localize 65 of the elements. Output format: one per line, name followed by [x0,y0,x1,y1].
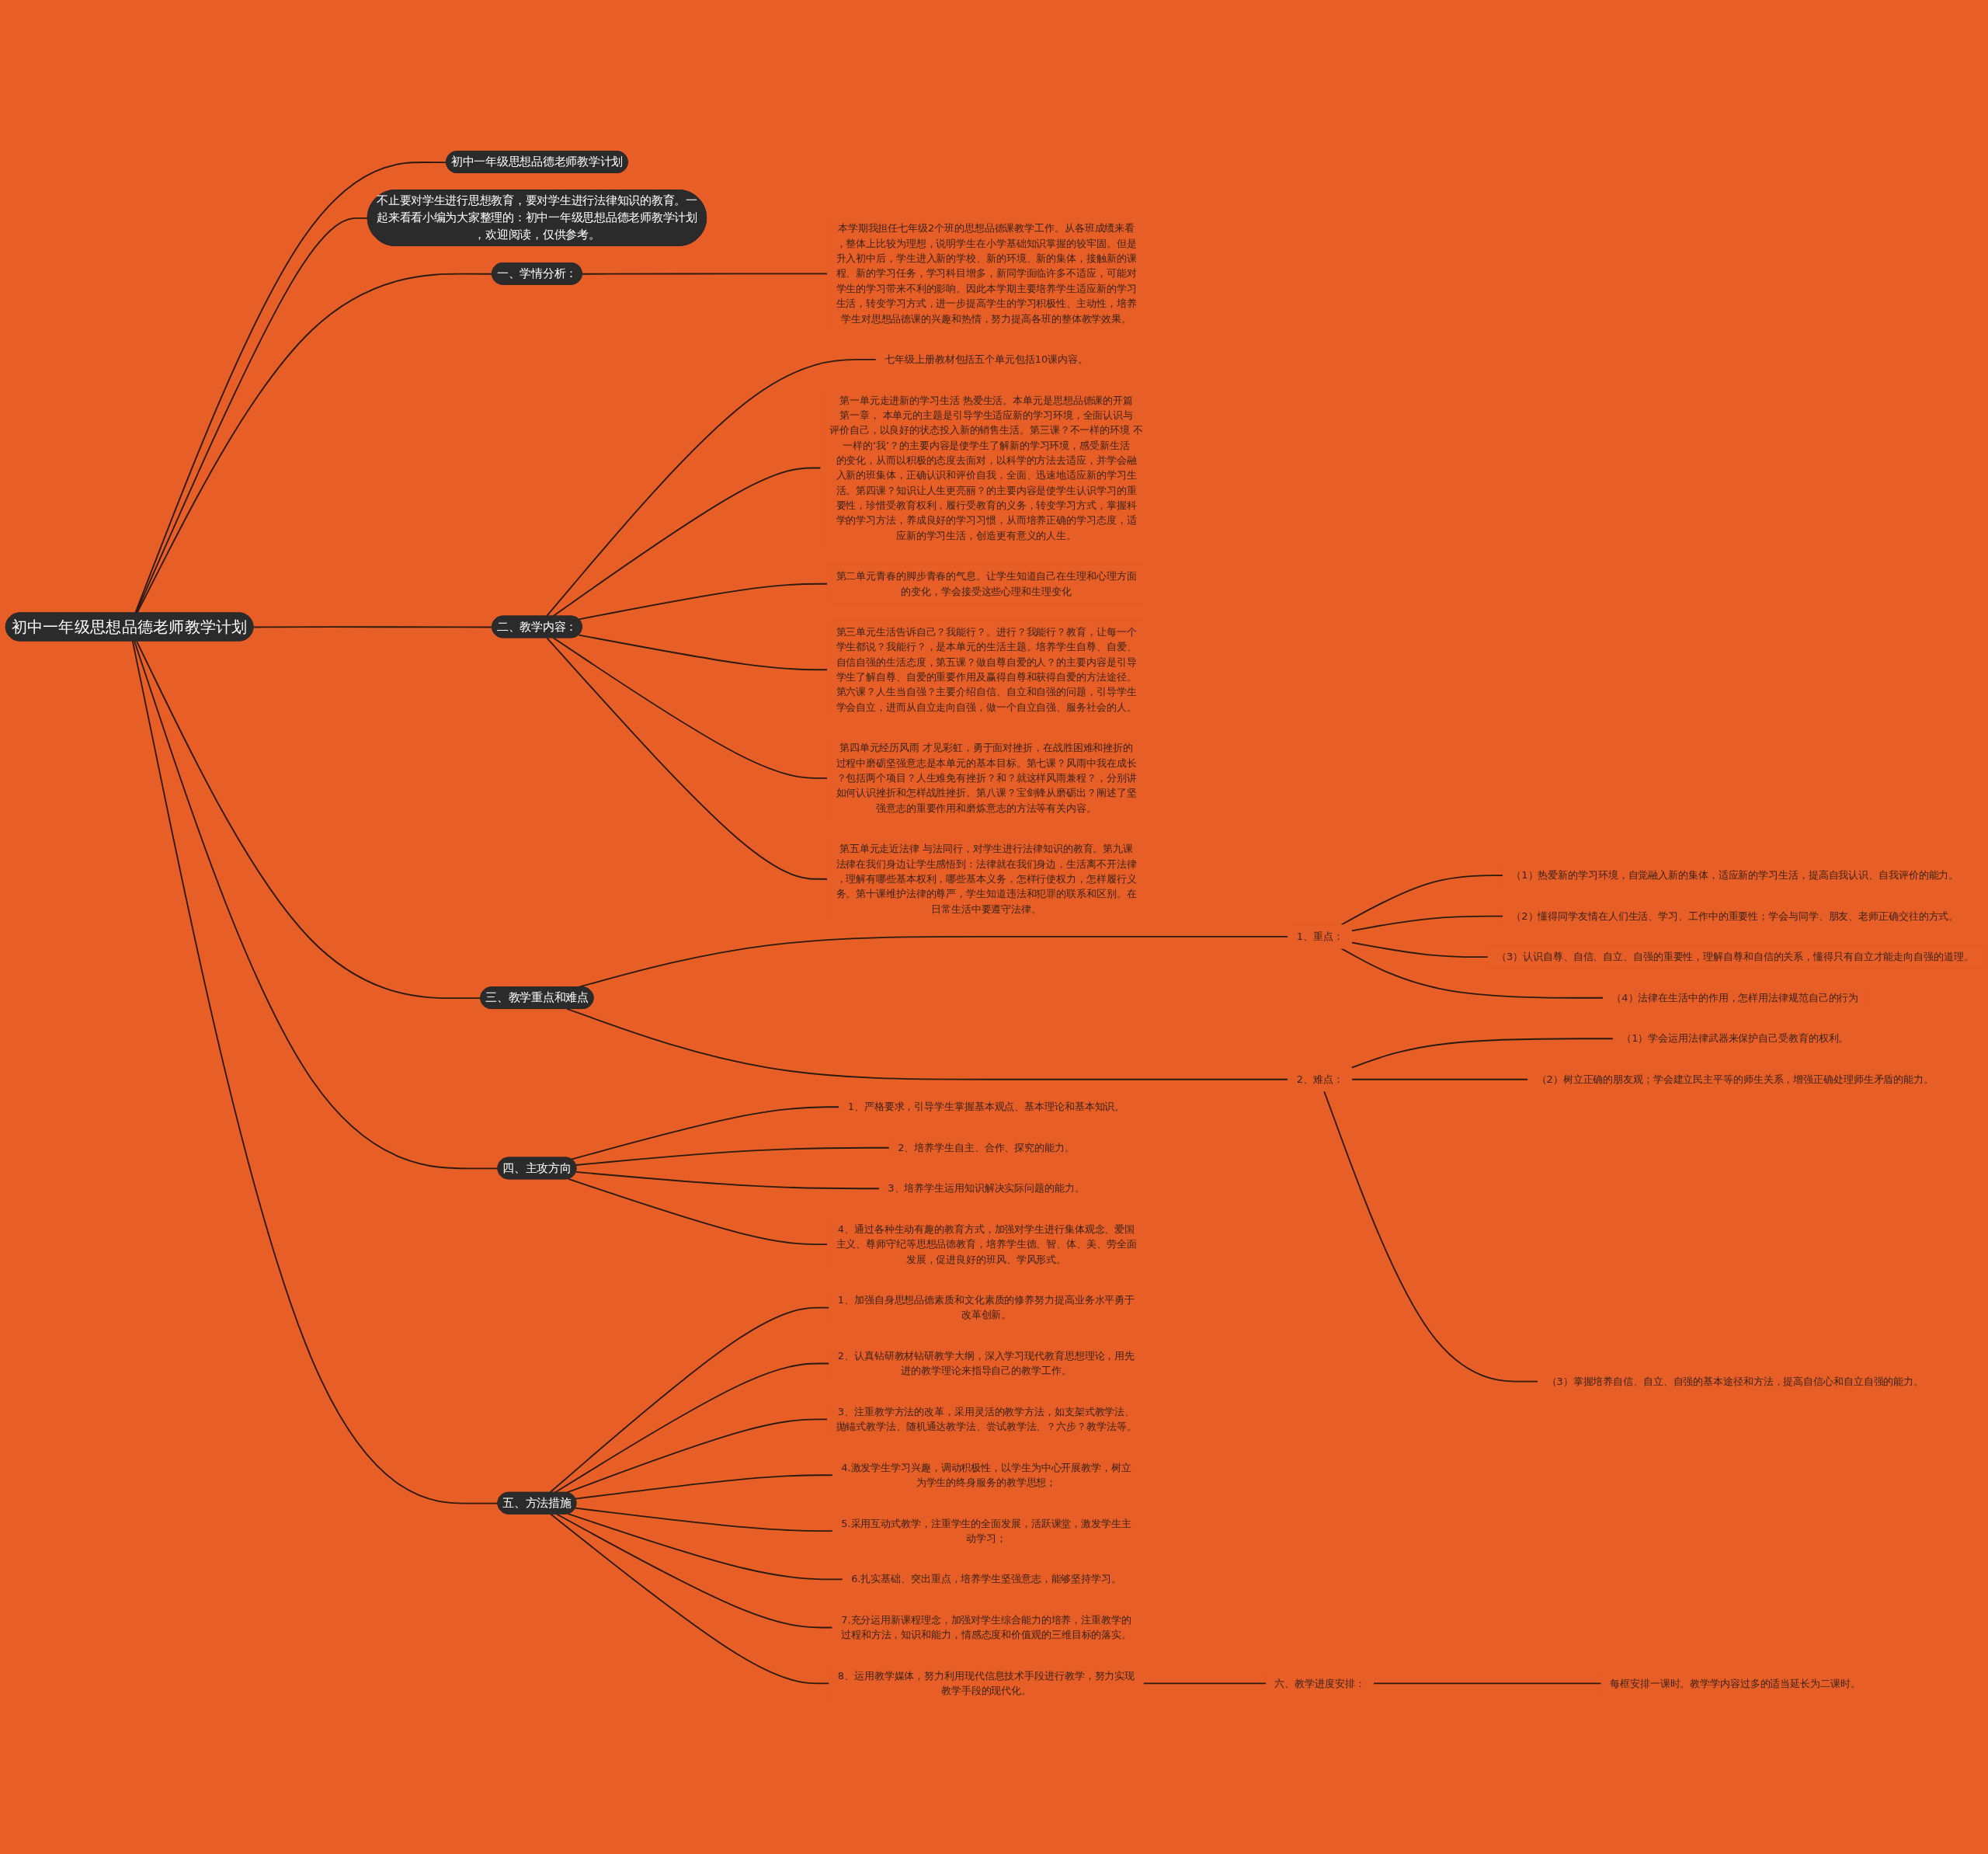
node-text: （2）树立正确的朋友观；学会建立民主平等的师生关系，增强正确处理师生矛盾的能力。 [1536,1073,1934,1085]
connector [566,1008,1289,1080]
connector [1340,948,1604,999]
connector [1142,1682,1267,1685]
connector [549,1306,830,1494]
node-text: 1、加强自身思想品德素质和文化素质的修养努力提高业务水平勇于改革创新。 [837,1294,1135,1321]
node-text: 第二单元青春的脚步青春的气息。让学生知道自己在生理和心理方面的变化，学会接受这些心理和生理变化 [836,570,1137,597]
node-text: 六、教学进度安排： [1274,1677,1365,1689]
connector [578,634,829,671]
node-text: 7.充分运用新课程理念，加强对学生综合能力的培养，注重教学的过程和方法，知识和能力，情感态度和价值观的三维目标的落实。 [840,1613,1132,1641]
node-text: （3）掌握培养自信、自立、自强的基本途径和方法，提高自信心和自立自强的能力。 [1546,1375,1924,1387]
connector [567,1177,829,1246]
node-text: （4）法律在生活中的作用，怎样用法律规范自己的行为 [1611,991,1859,1004]
connector [575,1474,834,1500]
node-text: （1）学会运用法律武器来保护自己受教育的权利。 [1621,1032,1849,1045]
connector [550,1513,830,1685]
node-text: 第一单元走进新的学习生活 热爱生活。本单元是思想品德课的开篇第一章， 本单元的主题是引导学生适应新的学习环境，全面认识与评价自己，以良好的状态投入新的销售生活。第三课？不一样的环境 不一样的‘我’？的主要内容是使学生了解新的学习环境，感受新生活的变化，从而以积极的态度去面对，以科学的方法去适应，并学会融入新的班集体，正确认识和评价自我，全面、迅速地适应新的学习生活。第四课？知识让人生更亮丽？的主要内容是使学生认识学习的重要性，珍惜受教育权利，履行受教育的义务，转变学习方式，掌握科学的学习方法，养成良好的学习习惯，从而培养正确的学习态度，适应新的学习生活，创造更有意义的人生。 [829,394,1143,541]
node-text: 第四单元经历风雨 才见彩虹，勇于面对挫折，在战胜困难和挫折的过程中磨砺坚强意志是本单元的基本目标。第七课？风雨中我在成长？包括两个项目？人生难免有挫折？和？就这样风雨兼程？，分别讲如何认识挫折和怎样战胜挫折。第八课？宝剑锋从磨砺出？阐述了坚强意志的重要作用和磨炼意志的方法等有关内容。 [836,742,1137,814]
connector [575,1507,834,1532]
connector [556,1513,833,1629]
node-text: 2、难点： [1296,1073,1343,1085]
node-text: 七年级上册教材包括五个单元包括10课内容。 [885,353,1088,365]
connector [135,640,482,1000]
node-text: 2、培养学生自主、合作、探究的能力。 [898,1141,1075,1153]
node-text: 2、认真钻研教材钻研教学大纲，深入学习现代教育思想理论，用先进的教学理论来指导自己的教学工作。 [837,1350,1135,1377]
connector [1350,915,1504,932]
node-text: 4、通过各种生动有趣的教育方式，加强对学生进行集体观念、爱国主义、尊师守纪等思想品德教育，培养学生德、智、体、美、劳全面发展，促进良好的班风、学风形式。 [836,1223,1137,1265]
node-text: 3、注重教学方法的改革，采用灵活的教学方法，如支架式教学法、抛锚式教学法、随机通达教学法、尝试教学法、？六步？教学法等。 [836,1405,1137,1432]
node-text: 每框安排一课时。教学学内容过多的适当延长为二课时。 [1610,1677,1861,1689]
connector [131,640,499,1504]
node-text: 5.采用互动式教学，注重学生的全面发展，活跃课堂，激发学生主动学习； [841,1517,1131,1544]
connector [578,583,829,621]
connector [1340,875,1504,926]
node-text: 本学期我担任七年级2个班的思想品德课教学工作。从各班成绩来看，整体上比较为理想，说明学生在小学基础知识掌握的较牢固。但是升入初中后，学生进入新的学校、新的环境、新的集体，接触新的课程、新的学习任务，学习科目增多，新同学面临许多不适应，可能对学生的学习带来不利的影响。因此本学期主要培养学生适应新的学习生活，转变学习方式，进一步提高学生的学习积极性、主动性，培养学生对思想品德课的兴趣和热情，努力提高各班的整体教学效果。 [836,222,1137,325]
connector [551,467,822,617]
connector [1350,941,1489,958]
connector [575,1146,891,1166]
connector [1350,1038,1614,1069]
connector [546,637,829,880]
connector [565,1418,829,1494]
connector [1323,1090,1539,1383]
connector [252,626,493,628]
connector [1372,1682,1602,1685]
connector [1350,1078,1529,1080]
connector [554,1362,830,1494]
connector [135,217,369,614]
node-text: （2）懂得同学友情在人们生活、学习、工作中的重要性；学会与同学、朋友、老师正确交往的方式。 [1511,910,1959,922]
connector [134,640,499,1170]
connector [570,1106,840,1160]
node-text: 1、严格要求，引导学生掌握基本观点、基本理论和基本知识。 [847,1101,1125,1113]
connector [575,1171,881,1190]
node-text: 1、重点： [1296,930,1343,942]
node-text: （1）热爱新的学习环境，自觉融入新的集体，适应新的学习生活，提高自我认识、自我评价的能力。 [1511,869,1959,882]
connector [136,273,493,614]
node-text: 第三单元生活告诉自己？我能行？。进行？我能行？教育，让每一个学生都说？我能行？，是本单元的生活主题。培养学生自尊、自爱、自信自强的生活态度，第五课？做自尊自爱的人？的主要内容是引导学生了解自尊、自爱的重要作用及赢得自尊和获得自爱的方法途径。第六课？人生当自强？主要介绍自信、自立和自强的问题，引导学生学会自立，进而从自立走向自强，做一个自立自强、服务社会的人。 [836,626,1137,713]
connector [567,1513,843,1581]
node-text: 6.扎实基础、突出重点，培养学生坚强意志，能够坚持学习。 [851,1573,1121,1585]
node-text: 第五单元走近法律 与法同行，对学生进行法律知识的教育。第九课法律在我们身边让学生感悟到：法律就在我们身边，生活离不开法律，理解有哪些基本权利，哪些基本义务，怎样行使权力，怎样履行义务。第十课维护法律的尊严，学生知道违法和犯罪的联系和区别。在日常生活中要遵守法律。 [836,843,1137,915]
node-text: （3）认识自尊、自信、自立、自强的重要性，理解自尊和自信的关系，懂得只有自立才能走向自强的道理。 [1496,951,1974,963]
node-text: 3、培养学生运用知识解决实际问题的能力。 [888,1182,1085,1195]
connector [581,273,829,275]
connector [552,637,829,779]
connector [545,358,878,617]
node-text: 8、运用教学媒体，努力利用现代信息技术手段进行教学，努力实现教学手段的现代化。 [837,1669,1135,1696]
node-text: 4.激发学生学习兴趣，调动积极性，以学生为中心开展教学，树立为学生的终身服务的教学思想； [841,1461,1131,1488]
